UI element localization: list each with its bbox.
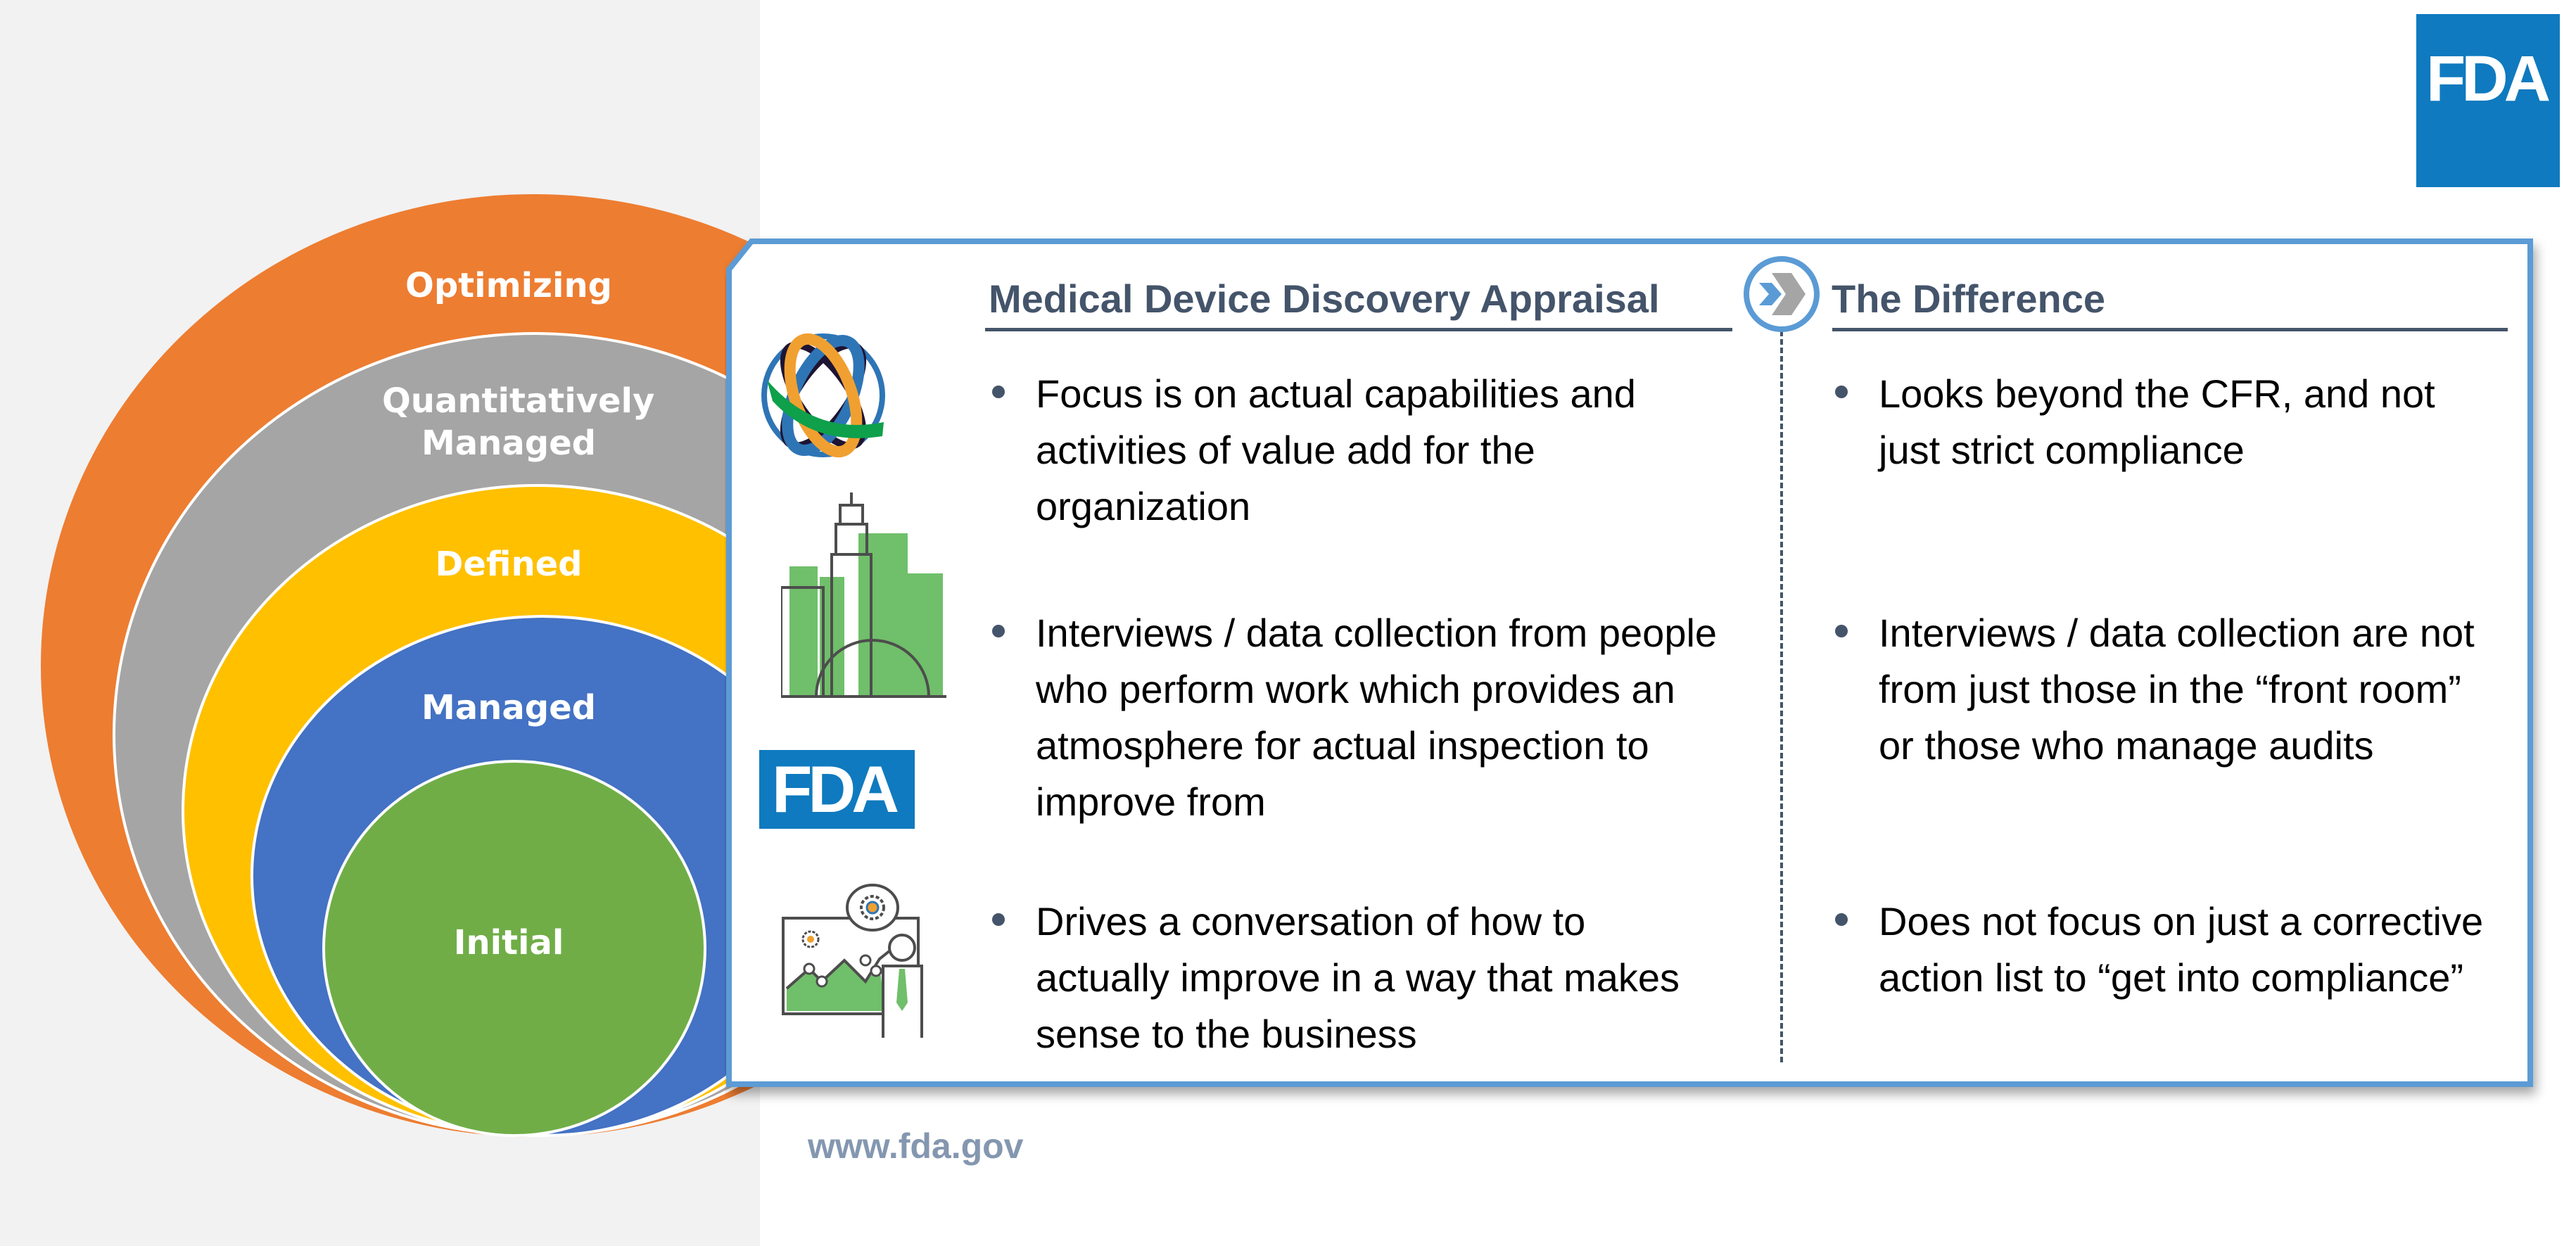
bullet-dot	[1835, 625, 1848, 637]
label-initial: Initial	[453, 923, 564, 962]
bullet-dot	[992, 625, 1005, 637]
left-bullet-2: Interviews / data collection from people…	[992, 605, 1739, 830]
left-title-underline	[985, 328, 1732, 331]
panel-frame	[726, 239, 2533, 1087]
bullet-dot	[992, 386, 1005, 398]
left-bullet-1: Focus is on actual capabilities and acti…	[992, 366, 1711, 535]
fda-header-logo-text: FDA	[2426, 43, 2551, 115]
right-bullet-1: Looks beyond the CFR, and not just stric…	[1835, 366, 2498, 478]
right-column-title: The Difference	[1832, 276, 2105, 321]
label-optimizing: Optimizing	[405, 266, 612, 305]
left-bullet-1-text: Focus is on actual capabilities and acti…	[1036, 371, 1636, 528]
right-title-underline	[1832, 328, 2508, 331]
globe-icon	[761, 333, 885, 458]
bullet-dot	[992, 913, 1005, 926]
label-quantitatively-managed-text: Quantitatively Managed	[382, 381, 655, 463]
footer-url[interactable]: www.fda.gov	[808, 1126, 1024, 1166]
left-bullet-3: Drives a conversation of how to actually…	[992, 894, 1711, 1062]
label-defined: Defined	[435, 545, 583, 584]
right-bullet-3: Does not focus on just a corrective acti…	[1835, 894, 2498, 1006]
label-quantitatively-managed: Quantitatively Managed	[298, 380, 720, 464]
right-bullet-2: Interviews / data collection are not fro…	[1835, 605, 2498, 774]
right-bullet-1-text: Looks beyond the CFR, and not just stric…	[1879, 371, 2435, 472]
fda-logo-text: FDA	[772, 752, 899, 826]
label-managed: Managed	[421, 688, 596, 727]
chevron-circle-icon	[1744, 256, 1820, 332]
city-skyline-icon	[781, 492, 946, 698]
fda-header-logo: FDA	[2416, 14, 2560, 187]
comparison-panel	[725, 236, 2534, 1088]
ring-initial	[322, 760, 706, 1137]
left-bullet-2-text: Interviews / data collection from people…	[1036, 611, 1718, 824]
right-bullet-2-text: Interviews / data collection are not fro…	[1879, 611, 2475, 768]
left-bullet-3-text: Drives a conversation of how to actually…	[1036, 899, 1680, 1056]
fda-logo-icon: FDA	[759, 750, 915, 829]
column-divider	[1780, 331, 1783, 1062]
left-column-title: Medical Device Discovery Appraisal	[989, 276, 1660, 321]
bullet-dot	[1835, 386, 1848, 398]
right-bullet-3-text: Does not focus on just a corrective acti…	[1879, 899, 2484, 1000]
presenter-chart-icon	[782, 884, 923, 1038]
bullet-dot	[1835, 913, 1848, 926]
